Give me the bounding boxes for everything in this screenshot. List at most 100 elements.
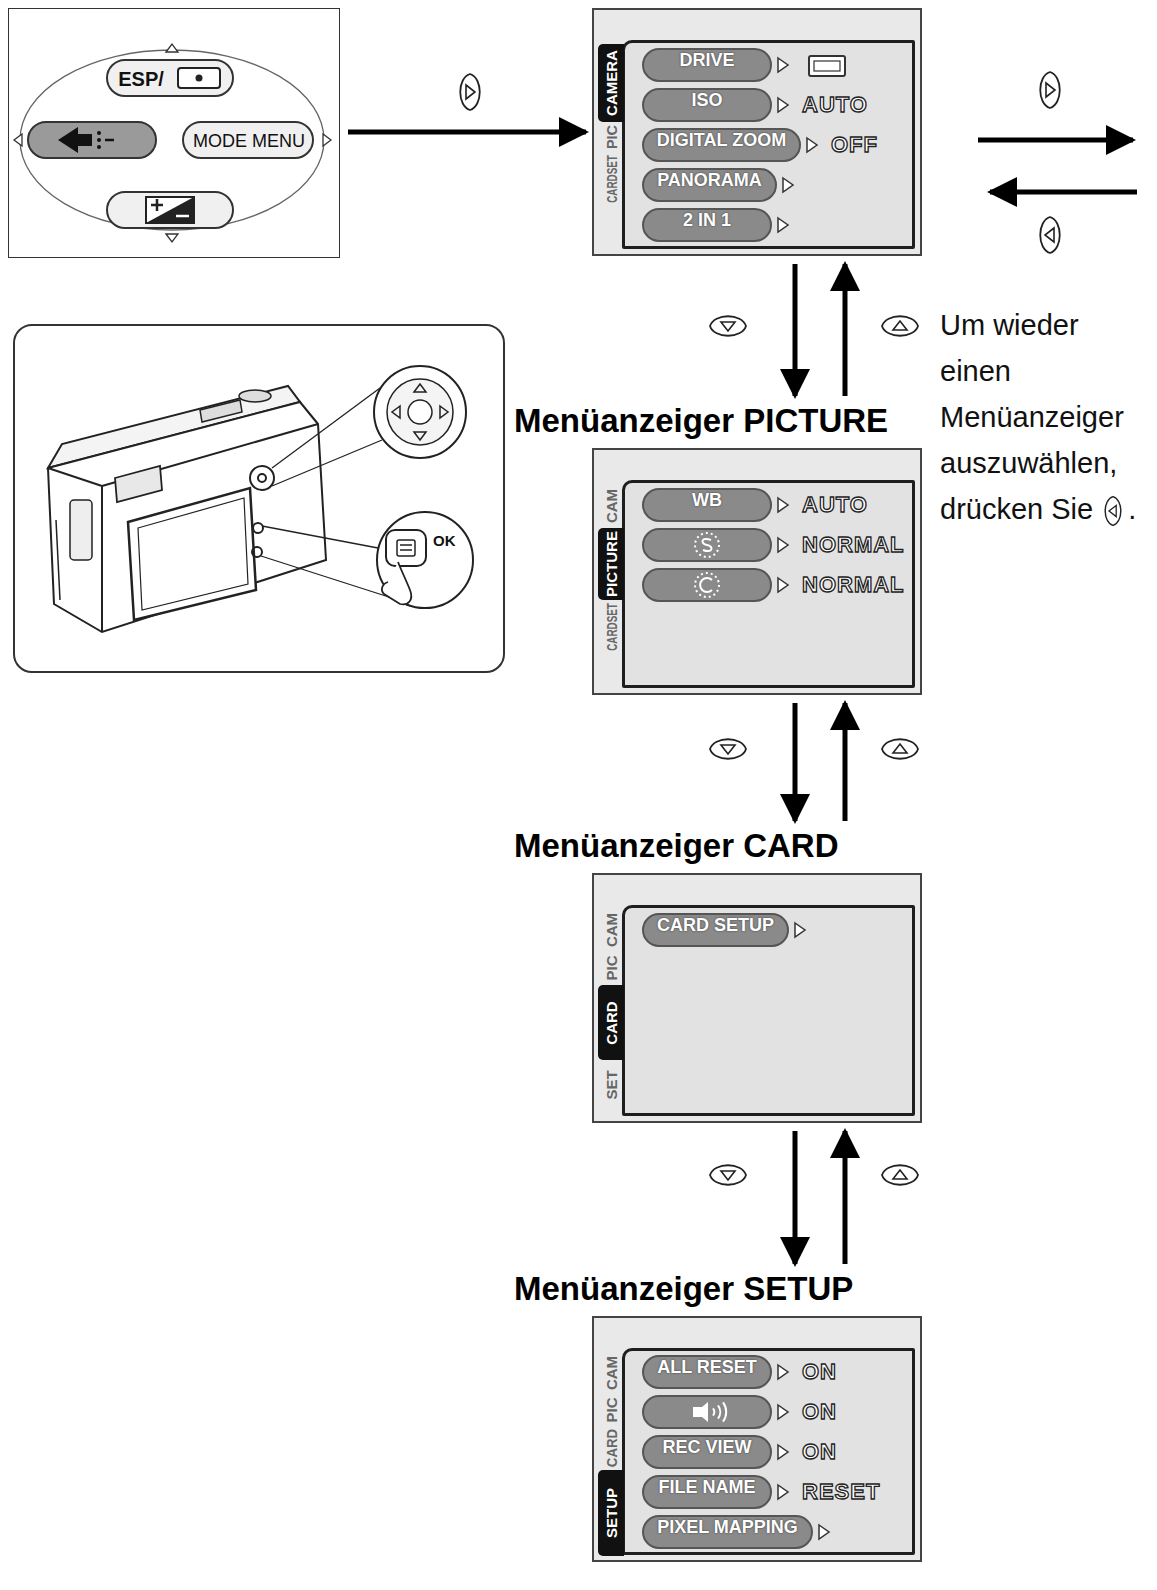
setting-value: NORMAL — [802, 572, 905, 598]
menu-item: DIGITAL ZOOMOFF — [642, 128, 801, 162]
menu-icon — [644, 570, 774, 604]
arrow-pad — [14, 44, 331, 242]
menu-arrow — [348, 130, 586, 135]
menu-item: 2 IN 1 — [642, 208, 772, 242]
tab-label: CAM — [603, 1356, 620, 1390]
camera-illustration — [14, 325, 504, 672]
submenu-pointer — [776, 536, 790, 554]
submenu-pointer — [776, 576, 790, 594]
menu-item-label: ISO — [679, 90, 734, 111]
setting-value: RESET — [802, 1479, 880, 1505]
menu-item-label: DRIVE — [667, 50, 746, 71]
left-button-icon — [1101, 495, 1125, 527]
menu-item: FILE NAMERESET — [642, 1475, 772, 1509]
button-label: MODE MENU — [193, 131, 305, 152]
menu-arrow — [843, 1131, 848, 1264]
menu-item: ISOAUTO — [642, 88, 772, 122]
instruction-text: Um wieder einen Menüanzeiger auszuwählen… — [940, 309, 1124, 525]
submenu-pointer — [776, 1363, 790, 1381]
submenu-pointer — [776, 96, 790, 114]
menu-item: ON — [642, 1395, 772, 1429]
tab-label: PIC — [603, 1397, 620, 1422]
tab-label: CAMERA — [603, 50, 620, 116]
up-button-icon — [882, 316, 918, 336]
setting-value: OFF — [831, 132, 878, 158]
setting-value: AUTO — [802, 492, 868, 518]
menu-heading: Menüanzeiger SETUP — [514, 1270, 853, 1308]
menu-tab: CAM — [598, 909, 624, 951]
setting-value: ON — [802, 1399, 837, 1425]
menu-arrow — [793, 1131, 798, 1264]
menu-icon — [644, 1397, 774, 1431]
submenu-pointer — [776, 496, 790, 514]
menu-item-label: PANORAMA — [645, 170, 774, 191]
menu-arrow — [793, 264, 798, 396]
submenu-pointer — [776, 216, 790, 234]
submenu-pointer — [781, 176, 795, 194]
menu-item: NORMAL — [642, 528, 772, 562]
submenu-pointer — [776, 1403, 790, 1421]
submenu-pointer — [776, 1443, 790, 1461]
menu-item: PIXEL MAPPING — [642, 1515, 813, 1549]
menu-item: WBAUTO — [642, 488, 772, 522]
button-pad: ESP/MODE MENU — [8, 8, 340, 258]
instruction-note: Um wieder einen Menüanzeiger auszuwählen… — [940, 302, 1152, 532]
tab-label: CARD — [603, 1001, 620, 1044]
menu-tab: PIC — [598, 122, 624, 152]
tab-label: CARDSET — [603, 603, 620, 651]
active-tab: CAMERA — [598, 44, 624, 122]
tab-label: SET — [603, 1070, 620, 1099]
up-button-icon — [882, 1165, 918, 1185]
right-button-icon — [1040, 72, 1060, 108]
submenu-pointer — [793, 921, 807, 939]
submenu-pointer — [776, 56, 790, 74]
menu-arrow — [843, 703, 848, 821]
submenu-pointer — [776, 1483, 790, 1501]
active-tab: SETUP — [598, 1470, 624, 1556]
button-label: ESP/ — [118, 68, 164, 91]
menu-tab: SET — [598, 1060, 624, 1109]
tab-label: SETUP — [603, 1488, 620, 1538]
menu-item-label: REC VIEW — [650, 1437, 763, 1458]
menu-item-label: 2 IN 1 — [671, 210, 743, 231]
menu-screen: Menüanzeiger CARDCAMPICCARDSETCARD SETUP — [592, 873, 922, 1123]
menu-screen: Menüanzeiger PICTURECAMPICTURECARDSETWBA… — [592, 448, 922, 695]
menu-arrow — [843, 264, 848, 396]
down-button-icon — [710, 1165, 746, 1185]
down-button-icon — [710, 316, 746, 336]
menu-tab: CARDSET — [598, 600, 624, 654]
menu-screen: CAMERAPICCARDSETDRIVEISOAUTODIGITAL ZOOM… — [592, 8, 922, 256]
tab-label: PIC — [603, 125, 620, 149]
menu-tab: CAM — [598, 484, 624, 528]
tab-label: PIC — [603, 955, 620, 980]
menu-item-label: WB — [680, 490, 734, 511]
left-button-icon — [1040, 217, 1060, 253]
menu-item: ALL RESETON — [642, 1355, 772, 1389]
menu-tab: CARDSET — [598, 152, 624, 206]
down-button-icon — [710, 739, 746, 759]
active-tab: CARD — [598, 985, 624, 1060]
drive-single-icon — [806, 52, 850, 78]
submenu-pointer — [817, 1523, 831, 1541]
up-button-icon — [882, 739, 918, 759]
menu-tab: CARD — [598, 1426, 624, 1470]
instruction-text: . — [1128, 493, 1136, 525]
setting-value: ON — [802, 1359, 837, 1385]
menu-item: CARD SETUP — [642, 913, 789, 947]
menu-item: DRIVE — [642, 48, 772, 82]
right-button-icon — [460, 74, 480, 110]
menu-heading: Menüanzeiger PICTURE — [514, 402, 888, 440]
setting-value: ON — [802, 1439, 837, 1465]
tab-label: CAM — [603, 489, 620, 523]
page-arrow — [978, 138, 1133, 143]
setting-value: AUTO — [802, 92, 868, 118]
menu-tab: CAM — [598, 1352, 624, 1394]
menu-icon — [644, 530, 774, 564]
menu-item: NORMAL — [642, 568, 772, 602]
menu-arrow — [793, 703, 798, 821]
menu-item: REC VIEWON — [642, 1435, 772, 1469]
menu-item-label: DIGITAL ZOOM — [645, 130, 798, 151]
page-arrow — [990, 190, 1137, 195]
